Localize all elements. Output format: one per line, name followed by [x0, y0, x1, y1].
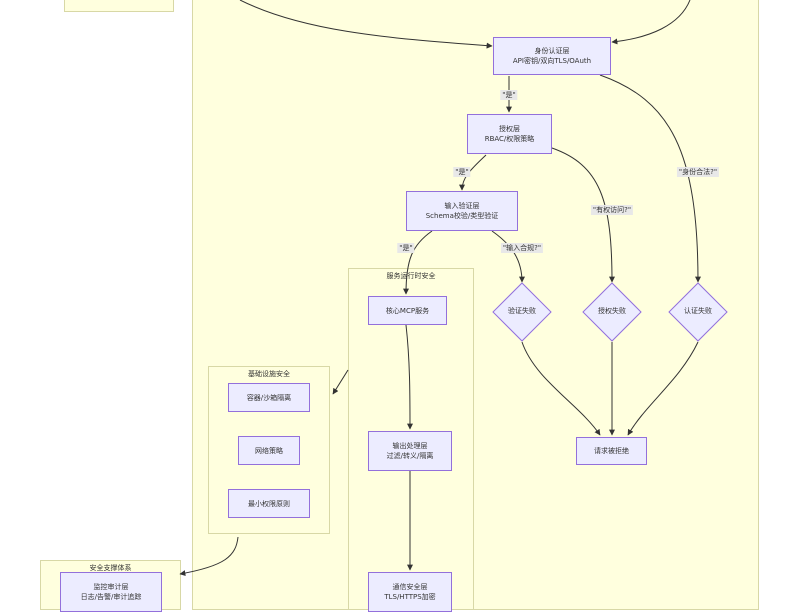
edge-validate-to-core — [403, 230, 433, 295]
output-processing-title: 输出处理层 — [392, 442, 428, 450]
validation-layer-title: 输入验证层 — [444, 202, 480, 210]
monitoring-audit-detail: 日志/告警/审计追踪 — [80, 593, 142, 601]
auth-layer-title: 身份认证层 — [534, 47, 570, 55]
partial-cluster-top-left — [64, 0, 174, 12]
runtime-security-title: 服务运行时安全 — [386, 272, 436, 280]
authz-layer-detail: RBAC/权限策略 — [484, 135, 535, 143]
validation-failed-label: 验证失败 — [508, 307, 536, 315]
authz-layer-node[interactable]: 授权层 RBAC/权限策略 — [467, 114, 552, 154]
core-mcp-service-node[interactable]: 核心MCP服务 — [368, 296, 447, 325]
edge-label-validate-yes: "是" — [397, 243, 415, 253]
edge-upper-right-to-auth — [611, 0, 691, 45]
least-privilege-label: 最小权限原则 — [248, 499, 290, 508]
edge-label-authorized: "有权访问?" — [590, 205, 634, 215]
auth-layer-node[interactable]: 身份认证层 API密钥/双向TLS/OAuth — [493, 37, 611, 75]
edge-core-to-infra — [332, 369, 349, 395]
transport-security-detail: TLS/HTTPS加密 — [384, 593, 436, 601]
edge-label-identity-ok: "身份合法?" — [676, 167, 720, 177]
monitoring-audit-node[interactable]: 监控审计层 日志/告警/审计追踪 — [60, 572, 162, 612]
validation-failed-decision[interactable]: 验证失败 — [492, 282, 552, 342]
transport-security-title: 通信安全层 — [392, 583, 428, 591]
output-processing-detail: 过滤/转义/隔离 — [386, 452, 434, 460]
edge-label-authz-yes: "是" — [453, 167, 471, 177]
container-sandbox-node[interactable]: 容器/沙箱隔离 — [228, 383, 310, 412]
least-privilege-node[interactable]: 最小权限原则 — [228, 489, 310, 518]
edge-auth-fail-to-rejected — [627, 341, 699, 436]
network-policy-label: 网络策略 — [255, 446, 283, 455]
transport-security-node[interactable]: 通信安全层 TLS/HTTPS加密 — [368, 572, 452, 612]
validation-layer-detail: Schema校验/类型验证 — [425, 212, 499, 220]
edge-label-valid-input: "输入合规?" — [500, 243, 544, 253]
edge-core-to-output — [405, 324, 413, 430]
monitoring-audit-title: 监控审计层 — [93, 583, 129, 591]
authorization-failed-label: 授权失败 — [598, 307, 626, 315]
edge-authz-to-authz-fail — [551, 147, 615, 283]
edge-validate-fail-to-rejected — [521, 341, 601, 436]
edge-validate-to-validate-fail — [491, 230, 525, 283]
request-rejected-label: 请求被拒绝 — [594, 447, 629, 455]
security-support-title: 安全支撑体系 — [89, 564, 132, 572]
authentication-failed-label: 认证失败 — [684, 307, 712, 315]
request-rejected-node[interactable]: 请求被拒绝 — [576, 437, 647, 465]
authentication-failed-decision[interactable]: 认证失败 — [668, 282, 728, 342]
edge-label-auth-yes: "是" — [500, 90, 518, 100]
edge-upper-left-to-auth — [239, 0, 493, 49]
authorization-failed-decision[interactable]: 授权失败 — [582, 282, 642, 342]
container-sandbox-label: 容器/沙箱隔离 — [246, 393, 292, 402]
edge-auth-to-auth-fail — [599, 74, 701, 283]
core-mcp-service-label: 核心MCP服务 — [385, 306, 430, 315]
auth-layer-detail: API密钥/双向TLS/OAuth — [512, 57, 592, 65]
network-policy-node[interactable]: 网络策略 — [238, 436, 300, 465]
infrastructure-security-title: 基础设施安全 — [248, 370, 290, 378]
output-processing-node[interactable]: 输出处理层 过滤/转义/隔离 — [368, 431, 452, 471]
authz-layer-title: 授权层 — [499, 125, 520, 133]
edge-infra-to-support — [179, 536, 239, 577]
validation-layer-node[interactable]: 输入验证层 Schema校验/类型验证 — [406, 191, 518, 231]
